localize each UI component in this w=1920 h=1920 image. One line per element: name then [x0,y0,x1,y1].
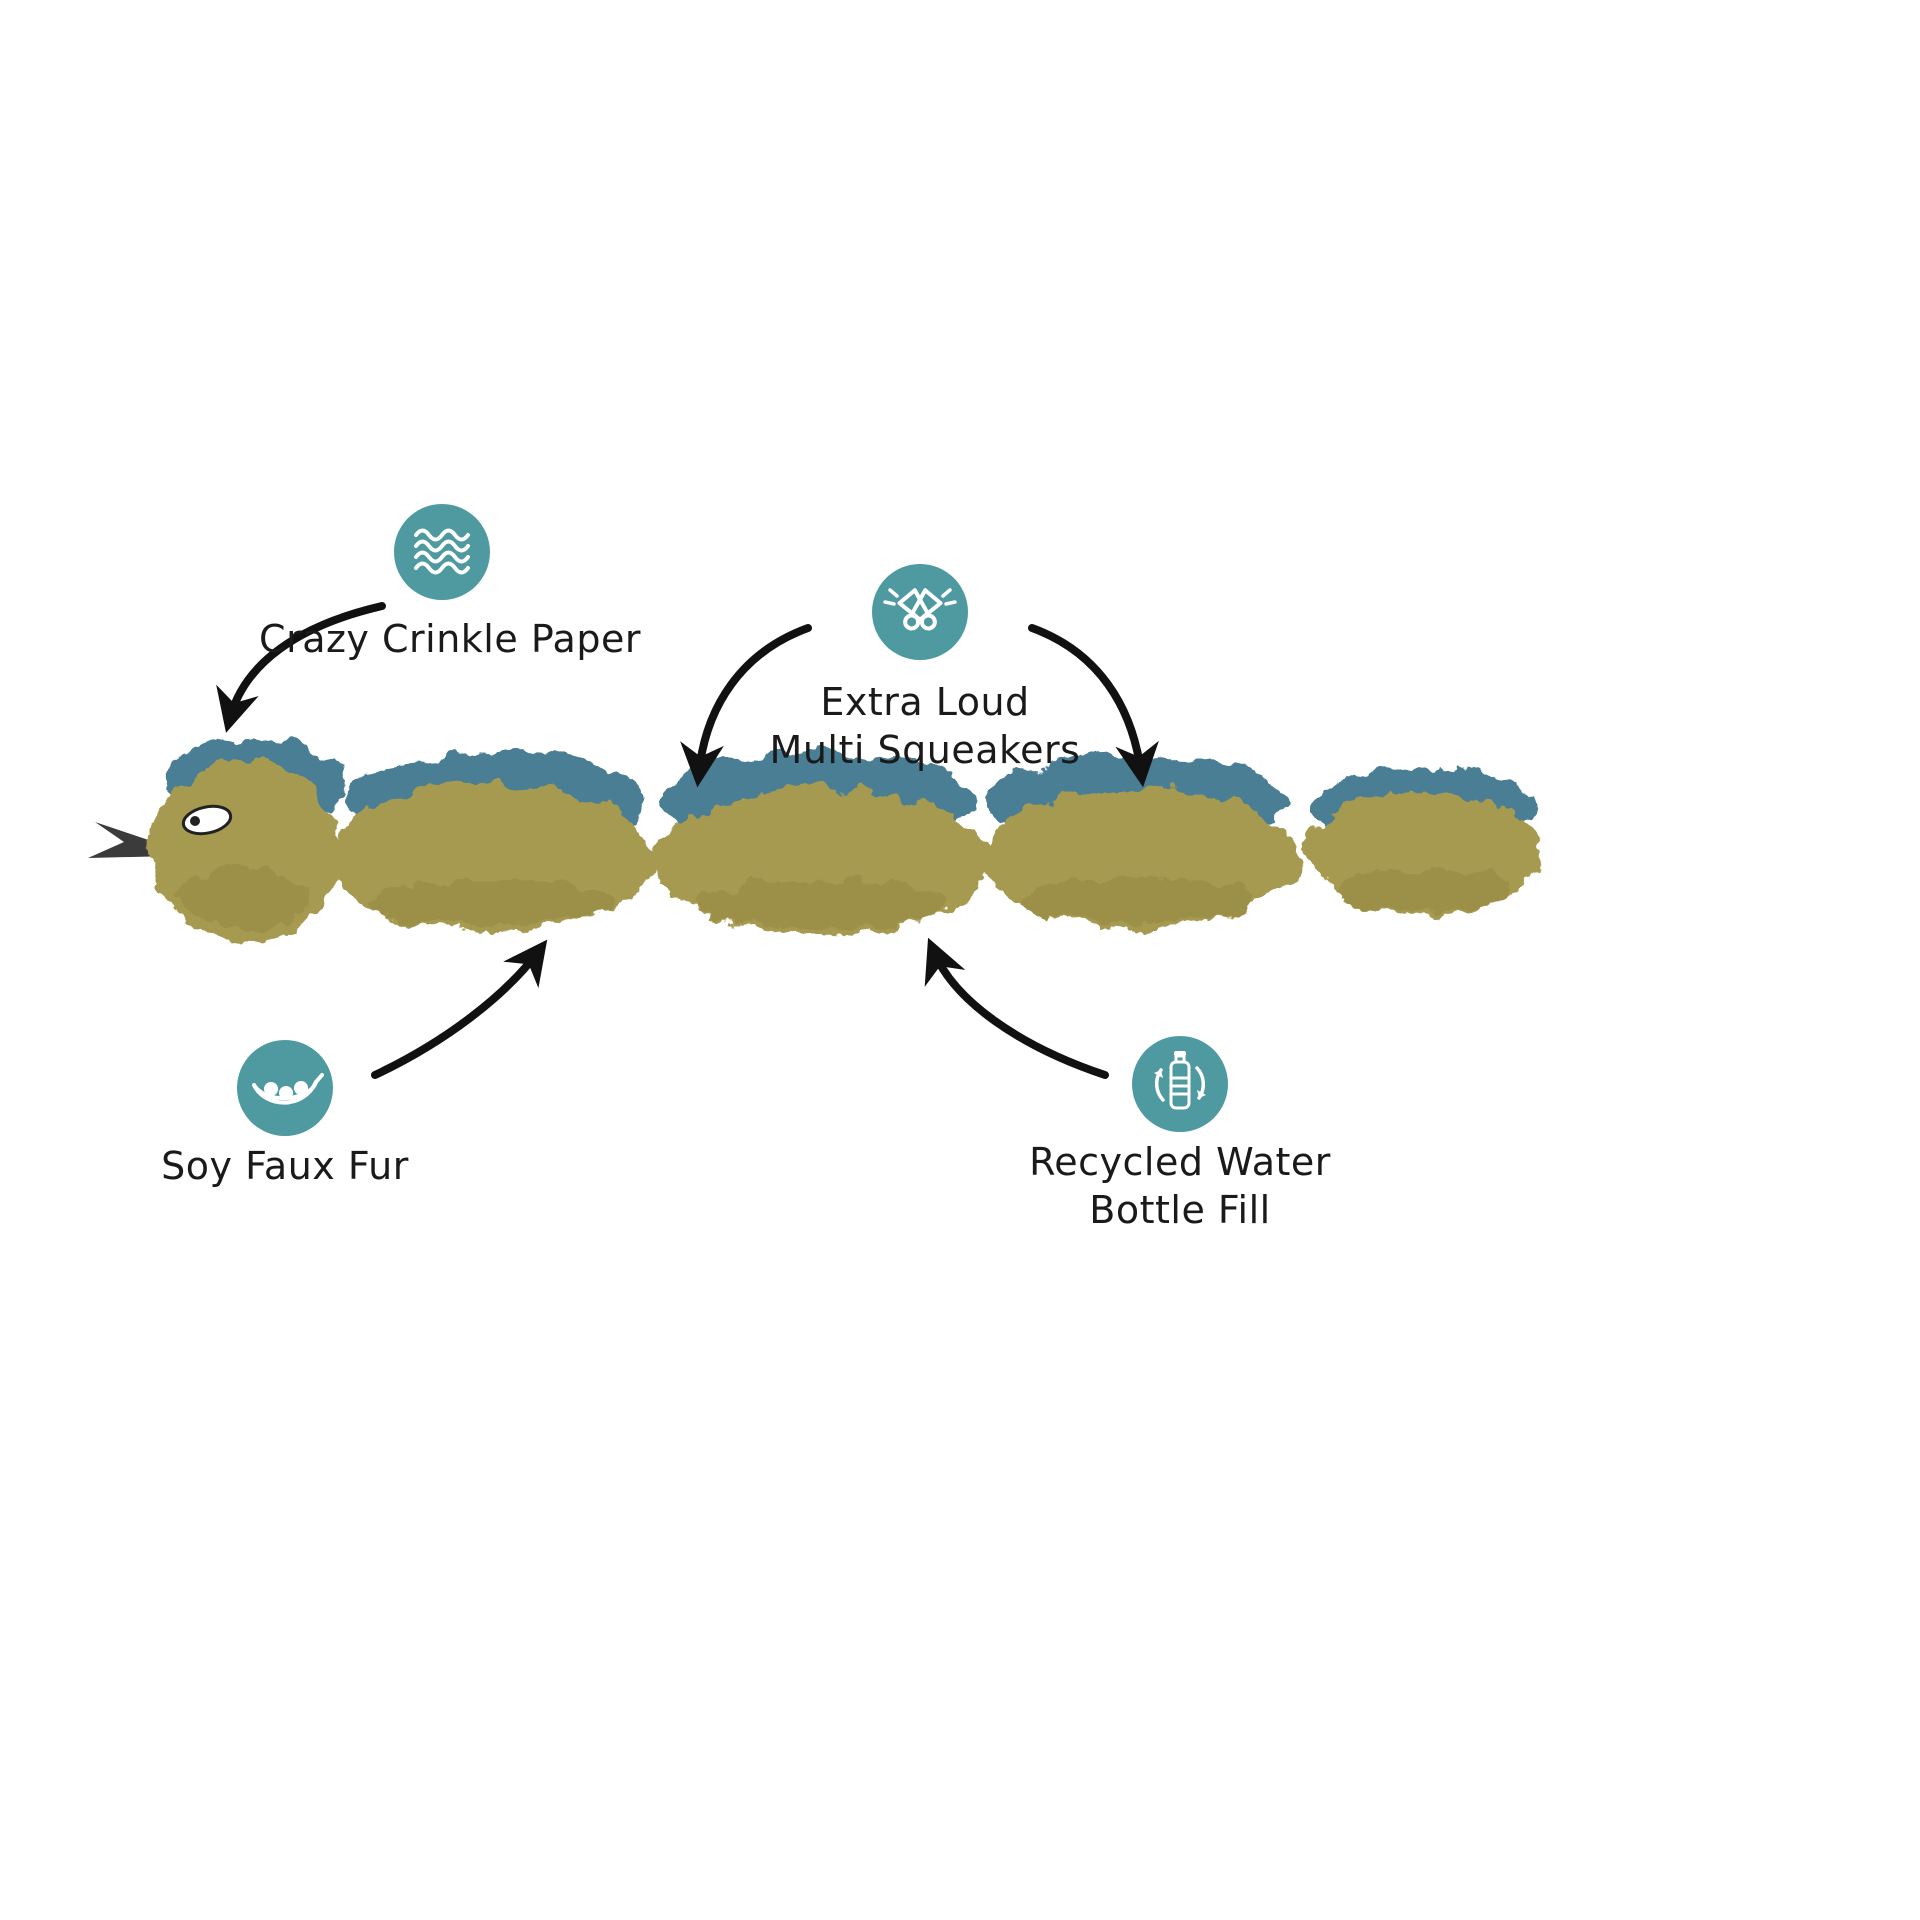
squeakers-label: Extra Loud Multi Squeakers [705,678,1145,774]
squeakers-label-line1: Extra Loud [820,680,1030,724]
squeakers-label-line2: Multi Squeakers [769,728,1081,772]
snake-eye [181,804,233,836]
crinkle-paper-label: Crazy Crinkle Paper [259,617,641,661]
recycled-water-label-line1: Recycled Water [1029,1140,1331,1184]
soy-faux-fur-label: Soy Faux Fur [161,1144,409,1188]
crinkle-waves-icon [394,504,490,600]
water-bottle-recycle-icon [1132,1036,1228,1132]
recycled-water-label: Recycled Water Bottle Fill [960,1138,1400,1234]
arrow-soy-to-body [371,939,548,1079]
arrow-crinkle-to-head [216,602,386,733]
pea-pod-icon [237,1040,333,1136]
snake-body [150,738,1540,942]
arrow-recycle-to-body [924,937,1109,1079]
arrow-squeakers-left [680,624,812,788]
arrow-squeakers-right [1028,624,1159,788]
crossed-squeakers-icon [872,564,968,660]
recycled-water-label-line2: Bottle Fill [1089,1188,1271,1232]
